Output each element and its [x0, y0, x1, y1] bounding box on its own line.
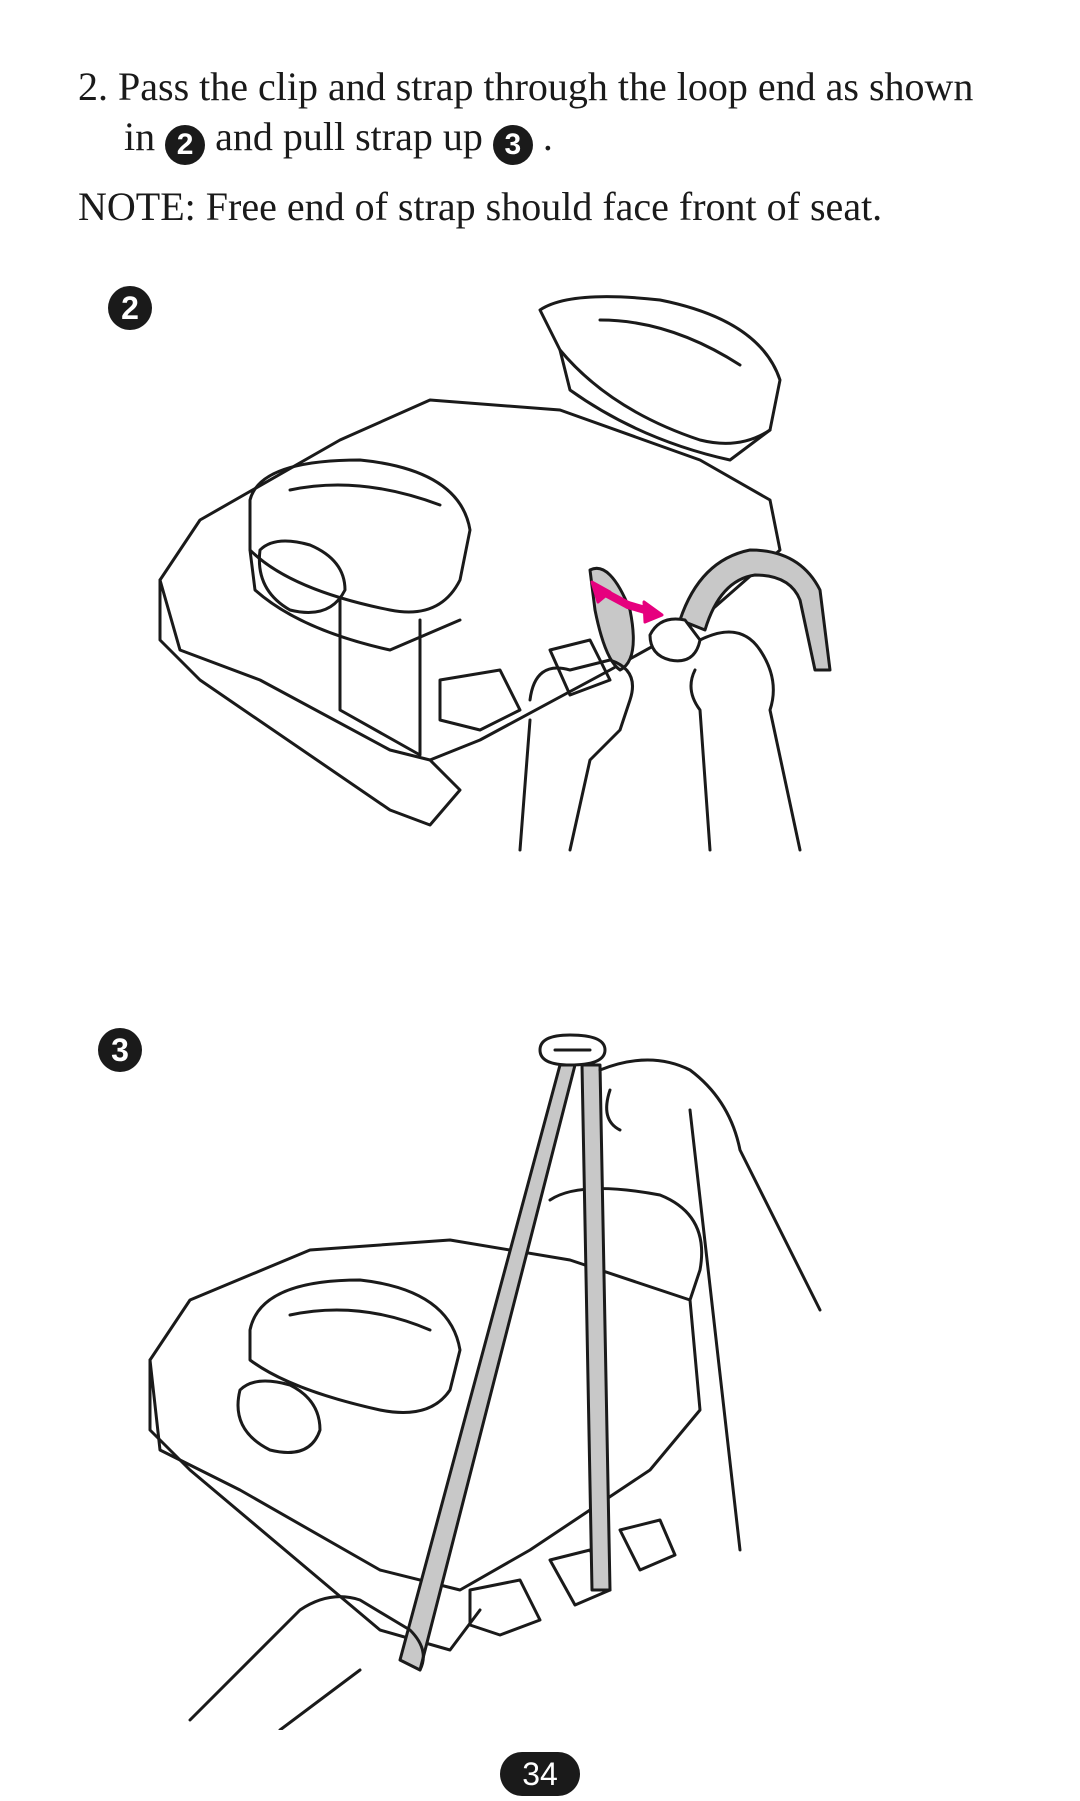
booster-seat-body: [158, 398, 782, 762]
left-armrest: [248, 458, 472, 614]
booster-seat-base: [158, 578, 462, 827]
right-hand: [598, 1058, 822, 1312]
left-hand: [188, 1595, 425, 1722]
right-hand: [698, 630, 802, 852]
right-armrest: [548, 1187, 704, 1302]
cupholder: [257, 539, 347, 614]
belt-guide: [438, 668, 522, 732]
step-text-in: in: [124, 114, 156, 159]
figure-ref-badge-3: 3: [492, 125, 533, 165]
figure-2-illustration: [158, 295, 832, 852]
strap-front: [398, 1063, 577, 1672]
direction-arrows: [590, 580, 664, 624]
strap: [678, 548, 832, 672]
step-text-pull: and pull strap up: [215, 114, 483, 159]
belt-guide: [468, 1578, 542, 1637]
booster-seat-base: [148, 1358, 482, 1652]
figure-badge-2: 2: [108, 286, 152, 330]
figure-3-illustration: [148, 1033, 822, 1730]
note-text: NOTE: Free end of strap should face fron…: [78, 184, 883, 229]
left-hand: [528, 658, 634, 852]
step-instruction: 2. Pass the clip and strap through the l…: [78, 62, 1038, 165]
right-armrest: [538, 295, 782, 445]
strap-rear: [580, 1063, 612, 1592]
cupholder: [236, 1379, 322, 1454]
booster-seat-body: [148, 1238, 702, 1592]
strap-clip: [648, 617, 702, 663]
figure-badge-3: 3: [98, 1028, 142, 1072]
page-number: 34: [500, 1752, 580, 1796]
step-text-period: .: [542, 114, 553, 159]
left-armrest: [248, 1278, 462, 1414]
step-line-1: 2. Pass the clip and strap through the l…: [78, 64, 974, 109]
step-line-2: in 2 and pull strap up 3 .: [78, 112, 1038, 165]
figure-ref-badge-2: 2: [165, 125, 206, 165]
